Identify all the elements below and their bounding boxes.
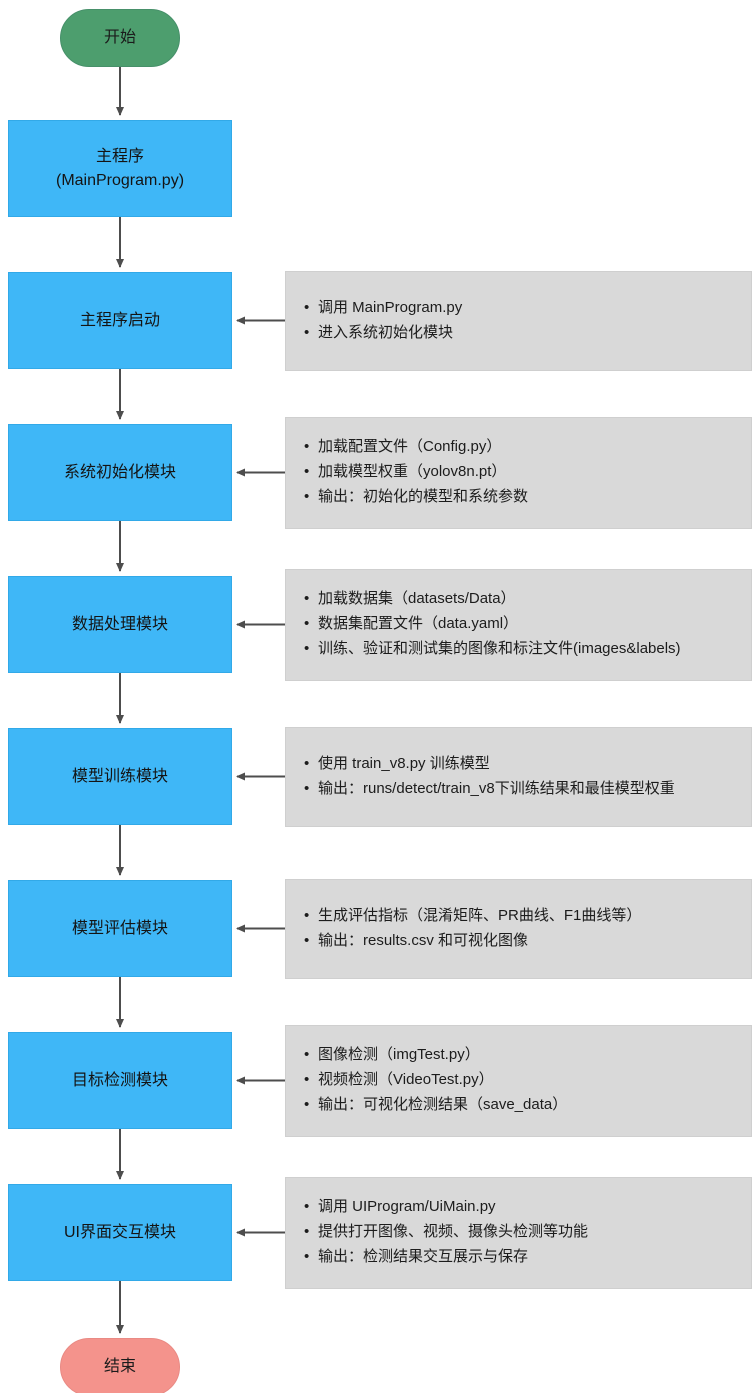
note-bullet: 数据集配置文件（data.yaml） — [304, 612, 739, 637]
note-bullet: 训练、验证和测试集的图像和标注文件(images&labels) — [304, 637, 739, 662]
process-node-label: 模型训练模块 — [71, 767, 168, 785]
note-bullet: 视频检测（VideoTest.py） — [304, 1068, 739, 1093]
note-bullet: 输出：初始化的模型和系统参数 — [304, 485, 739, 510]
note-bullet: 输出：检测结果交互展示与保存 — [304, 1245, 739, 1270]
note-edges — [236, 316, 285, 1237]
note-box-main-program-start: 调用 MainProgram.py进入系统初始化模块 — [285, 270, 752, 371]
note-box-ui-interaction: 调用 UIProgram/UiMain.py提供打开图像、视频、摄像头检测等功能… — [285, 1176, 752, 1289]
process-node-label: 主程序启动 — [79, 311, 160, 329]
note-bullet-list: 图像检测（imgTest.py）视频检测（VideoTest.py）输出：可视化… — [286, 1043, 751, 1118]
note-bullet: 输出：可视化检测结果（save_data） — [304, 1093, 739, 1118]
note-bullet-list: 调用 MainProgram.py进入系统初始化模块 — [286, 296, 751, 346]
note-bullet-list: 加载配置文件（Config.py）加载模型权重（yolov8n.pt）输出：初始… — [286, 435, 751, 510]
note-bullet: 加载数据集（datasets/Data） — [304, 587, 739, 612]
note-bullet-list: 使用 train_v8.py 训练模型输出：runs/detect/train_… — [286, 752, 751, 802]
note-bullet-list: 生成评估指标（混淆矩阵、PR曲线、F1曲线等）输出：results.csv 和可… — [286, 904, 751, 954]
note-bullet: 生成评估指标（混淆矩阵、PR曲线、F1曲线等） — [304, 904, 739, 929]
process-node-main-program: 主程序(MainProgram.py) — [8, 120, 232, 217]
note-bullet: 加载模型权重（yolov8n.pt） — [304, 460, 739, 485]
note-bullet: 进入系统初始化模块 — [304, 321, 739, 346]
process-node-ui-interaction: UI界面交互模块 — [8, 1184, 232, 1281]
note-bullet: 使用 train_v8.py 训练模型 — [304, 752, 739, 777]
note-bullet-list: 加载数据集（datasets/Data）数据集配置文件（data.yaml）训练… — [286, 587, 751, 662]
note-bullet-list: 调用 UIProgram/UiMain.py提供打开图像、视频、摄像头检测等功能… — [286, 1195, 751, 1270]
note-bullet: 加载配置文件（Config.py） — [304, 435, 739, 460]
note-bullet: 输出：results.csv 和可视化图像 — [304, 929, 739, 954]
start-node: 开始 — [60, 9, 180, 67]
process-node-system-init: 系统初始化模块 — [8, 424, 232, 521]
process-node-data-processing: 数据处理模块 — [8, 576, 232, 673]
process-node-object-detection: 目标检测模块 — [8, 1032, 232, 1129]
note-bullet: 图像检测（imgTest.py） — [304, 1043, 739, 1068]
start-node-label: 开始 — [103, 29, 136, 46]
note-box-model-evaluation: 生成评估指标（混淆矩阵、PR曲线、F1曲线等）输出：results.csv 和可… — [285, 878, 752, 979]
process-node-model-training: 模型训练模块 — [8, 728, 232, 825]
note-bullet: 提供打开图像、视频、摄像头检测等功能 — [304, 1220, 739, 1245]
process-node-label: 模型评估模块 — [71, 919, 168, 937]
process-node-label: 主程序(MainProgram.py) — [55, 148, 185, 189]
process-node-label: 数据处理模块 — [71, 615, 168, 633]
note-bullet: 调用 MainProgram.py — [304, 296, 739, 321]
note-bullet: 调用 UIProgram/UiMain.py — [304, 1195, 739, 1220]
process-node-label: UI界面交互模块 — [63, 1223, 176, 1241]
note-box-data-processing: 加载数据集（datasets/Data）数据集配置文件（data.yaml）训练… — [285, 568, 752, 681]
note-box-system-init: 加载配置文件（Config.py）加载模型权重（yolov8n.pt）输出：初始… — [285, 416, 752, 529]
process-node-model-evaluation: 模型评估模块 — [8, 880, 232, 977]
end-node-label: 结束 — [103, 1358, 136, 1375]
note-bullet: 输出：runs/detect/train_v8下训练结果和最佳模型权重 — [304, 777, 739, 802]
note-box-object-detection: 图像检测（imgTest.py）视频检测（VideoTest.py）输出：可视化… — [285, 1024, 752, 1137]
end-node: 结束 — [60, 1338, 180, 1393]
process-node-label: 系统初始化模块 — [63, 463, 176, 481]
process-node-main-program-start: 主程序启动 — [8, 272, 232, 369]
note-box-model-training: 使用 train_v8.py 训练模型输出：runs/detect/train_… — [285, 726, 752, 827]
process-node-label: 目标检测模块 — [71, 1071, 168, 1089]
